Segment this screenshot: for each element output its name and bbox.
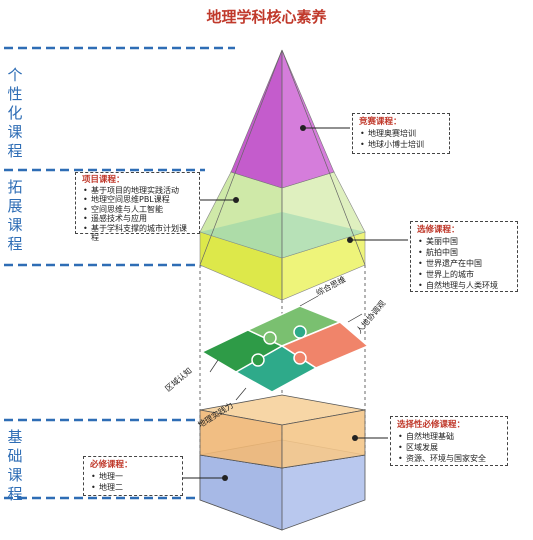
list-item: 基于项目的地理实践活动 xyxy=(83,186,193,196)
puzzle-label-regional: 区域认知 xyxy=(163,365,194,393)
side-label-foundation: 基础课程 xyxy=(7,428,23,503)
list-item: 地理一 xyxy=(91,471,176,482)
elective-course-box: 选修课程： 美丽中国 航拍中国 世界遗产在中国 世界上的城市 自然地理与人类环境 xyxy=(410,221,518,292)
pyramid-top xyxy=(230,49,335,189)
list-item: 地理奥赛培训 xyxy=(360,128,443,139)
list-item: 区域发展 xyxy=(398,442,501,453)
list-item: 自然地理基础 xyxy=(398,431,501,442)
required-course-box: 必修课程： 地理一 地理二 xyxy=(83,456,183,496)
diagram-title: 地理学科核心素养 xyxy=(206,8,327,26)
competition-course-box: 竞赛课程： 地理奥赛培训 地球小博士培训 xyxy=(352,113,450,154)
side-label-personalized: 个性化课程 xyxy=(7,66,23,160)
selective-required-course-box: 选择性必修课程： 自然地理基础 区域发展 资源、环境与国家安全 xyxy=(390,416,508,466)
list-item: 资源、环境与国家安全 xyxy=(398,453,501,464)
side-label-extended: 拓展课程 xyxy=(7,178,23,253)
box-title: 选择性必修课程： xyxy=(397,420,466,430)
list-item: 世界上的城市 xyxy=(418,269,511,280)
list-item: 自然地理与人类环境 xyxy=(418,280,511,291)
project-course-box: 项目课程： 基于项目的地理实践活动 地理空间思维PBL课程 空间思维与人工智能 … xyxy=(75,172,200,242)
list-item: 地理二 xyxy=(91,482,176,493)
puzzle-label-human-land: 人地协调观 xyxy=(354,298,387,335)
box-title: 竞赛课程： xyxy=(359,117,402,127)
list-item: 遥感技术与应用 xyxy=(83,214,193,224)
foundation-block-upper xyxy=(199,394,366,469)
list-item: 地理空间思维PBL课程 xyxy=(83,195,193,205)
list-item: 美丽中国 xyxy=(418,236,511,247)
box-title: 选修课程： xyxy=(417,225,460,235)
box-title: 项目课程： xyxy=(82,175,125,185)
list-item: 空间思维与人工智能 xyxy=(83,205,193,215)
box-title: 必修课程： xyxy=(90,460,133,470)
list-item: 世界遗产在中国 xyxy=(418,258,511,269)
list-item: 航拍中国 xyxy=(418,247,511,258)
list-item: 基于学科支撑的城市计划课程 xyxy=(83,224,193,243)
competency-puzzle xyxy=(200,305,370,393)
list-item: 地球小博士培训 xyxy=(360,139,443,150)
